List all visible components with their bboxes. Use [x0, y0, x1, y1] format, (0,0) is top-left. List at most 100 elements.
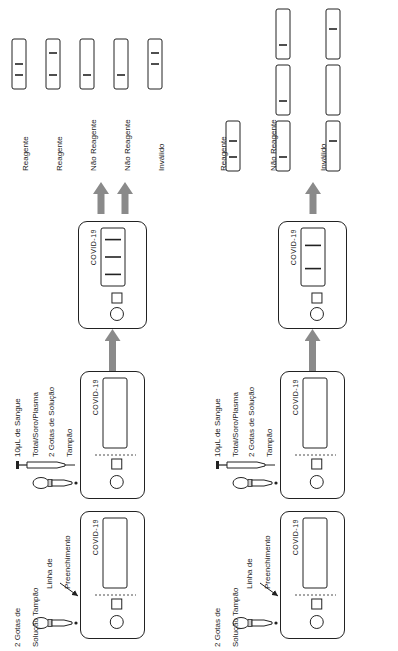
result-window [103, 518, 127, 588]
instruction-label: 2 Gotas de Solução Tampão [213, 588, 240, 647]
cassette-brand: COVID-19 [92, 519, 99, 555]
result-line [105, 274, 121, 276]
result-window [103, 378, 127, 448]
label-box: Linha de Preenchimento [38, 513, 74, 589]
cassette-brand: COVID-19 [90, 229, 97, 265]
drop [74, 621, 77, 624]
result-strip [276, 65, 290, 115]
test-cassette: COVID-19 [280, 511, 345, 639]
result-strip [46, 39, 60, 89]
sample-well [312, 599, 322, 609]
label-box: 2 Gotas de Solução Tampão [206, 585, 242, 647]
test-cassette: COVID-19 [80, 371, 145, 499]
result-strip [326, 9, 340, 59]
flow-arrow [109, 341, 116, 371]
test-cassette: COVID-19 [78, 221, 147, 329]
buffer-well [310, 308, 323, 321]
result-strip [148, 39, 162, 89]
instruction-label: Inválido [319, 143, 328, 171]
sample-well [312, 459, 322, 469]
result-strip [276, 121, 290, 171]
fill-line [95, 455, 136, 456]
test-cassette: COVID-19 [280, 371, 345, 499]
label-box: 2 Gotas de Solução Tampão [40, 373, 76, 457]
instruction-label: Inválido [157, 143, 166, 171]
instruction-label: 10μL de Sangue Total/Soro/Plasma [213, 392, 240, 457]
cassette-body [79, 220, 148, 328]
instruction-label: Linha de Preenchimento [45, 535, 72, 589]
label-box: Não Reagente [116, 95, 134, 171]
sample-pipette [216, 461, 275, 469]
result-arrow [93, 182, 109, 214]
result-strip [80, 39, 94, 89]
label-box: Inválido [312, 11, 330, 171]
result-line [305, 268, 321, 270]
flow-arrow [309, 341, 316, 371]
buffer-well [310, 616, 323, 629]
instruction-label: Linha de Preenchimento [245, 535, 272, 589]
label-box: Inválido [150, 95, 168, 171]
label-box: Reagente [212, 11, 230, 171]
result-strip [12, 39, 26, 89]
label-box: 10μL de Sangue Total/Soro/Plasma [6, 373, 42, 457]
instruction-label: 2 Gotas de Solução Tampão [247, 387, 274, 457]
cassette-brand: COVID-19 [292, 379, 299, 415]
result-strip [114, 39, 128, 89]
label-box: Linha de Preenchimento [238, 513, 274, 589]
buffer-dropper [33, 478, 72, 489]
result-arrow [305, 182, 321, 214]
sample-pipette [16, 461, 75, 469]
result-line [105, 239, 121, 241]
instruction-label: Reagente [219, 136, 228, 171]
instruction-label: 2 Gotas de Solução Tampão [47, 387, 74, 457]
cassette-body [279, 220, 348, 328]
fill-line [95, 595, 136, 596]
instruction-label: Não Reagente [89, 119, 98, 171]
sample-well [112, 293, 122, 303]
fill-line [295, 455, 336, 456]
cassette-brand: COVID-19 [292, 519, 299, 555]
label-box: 10μL de Sangue Total/Soro/Plasma [206, 373, 242, 457]
result-line [105, 256, 121, 258]
drop [74, 481, 77, 484]
label-box: Reagente [48, 95, 66, 171]
cassette-brand: COVID-19 [92, 379, 99, 415]
result-window [303, 378, 327, 448]
instruction-label: Não Reagente [123, 119, 132, 171]
instruction-label: Não Reagente [269, 119, 278, 171]
result-strip [226, 121, 240, 171]
instruction-label: 10μL de Sangue Total/Soro/Plasma [13, 392, 40, 457]
cassette-body [281, 370, 346, 498]
result-strip [326, 65, 340, 115]
buffer-dropper [233, 478, 272, 489]
instruction-label: Reagente [55, 136, 64, 171]
result-window [301, 228, 325, 286]
buffer-well [110, 308, 123, 321]
label-box: 2 Gotas de Solução Tampão [6, 585, 42, 647]
result-window [101, 228, 125, 286]
buffer-well [110, 476, 123, 489]
result-arrow [117, 182, 133, 214]
label-box: Reagente [14, 95, 32, 171]
label-box: 2 Gotas de Solução Tampão [240, 373, 276, 457]
result-line [305, 245, 321, 247]
cassette-body [81, 510, 146, 638]
cassette-brand: COVID-19 [290, 229, 297, 265]
test-cassette: COVID-19 [80, 511, 145, 639]
instruction-label: 2 Gotas de Solução Tampão [13, 588, 40, 647]
cassette-body [81, 370, 146, 498]
fill-line [295, 595, 336, 596]
result-strip [276, 9, 290, 59]
buffer-well [110, 616, 123, 629]
sample-well [112, 599, 122, 609]
cassette-body [281, 510, 346, 638]
result-strip [326, 121, 340, 171]
label-box: Não Reagente [82, 95, 100, 171]
sample-well [312, 293, 322, 303]
drop [274, 621, 277, 624]
result-window [303, 518, 327, 588]
drop [274, 481, 277, 484]
